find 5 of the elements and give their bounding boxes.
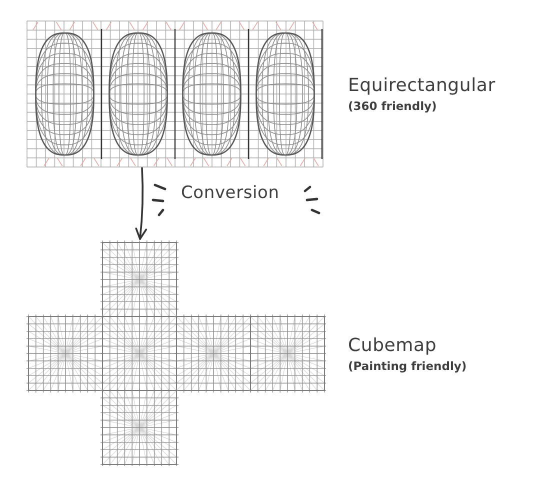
projection-name: Equirectangular — [348, 75, 496, 97]
projection-note: (Painting friendly) — [348, 358, 467, 374]
arrow — [135, 167, 147, 240]
projection-name: Cubemap — [348, 335, 437, 357]
projection-note: (360 friendly) — [348, 98, 437, 114]
